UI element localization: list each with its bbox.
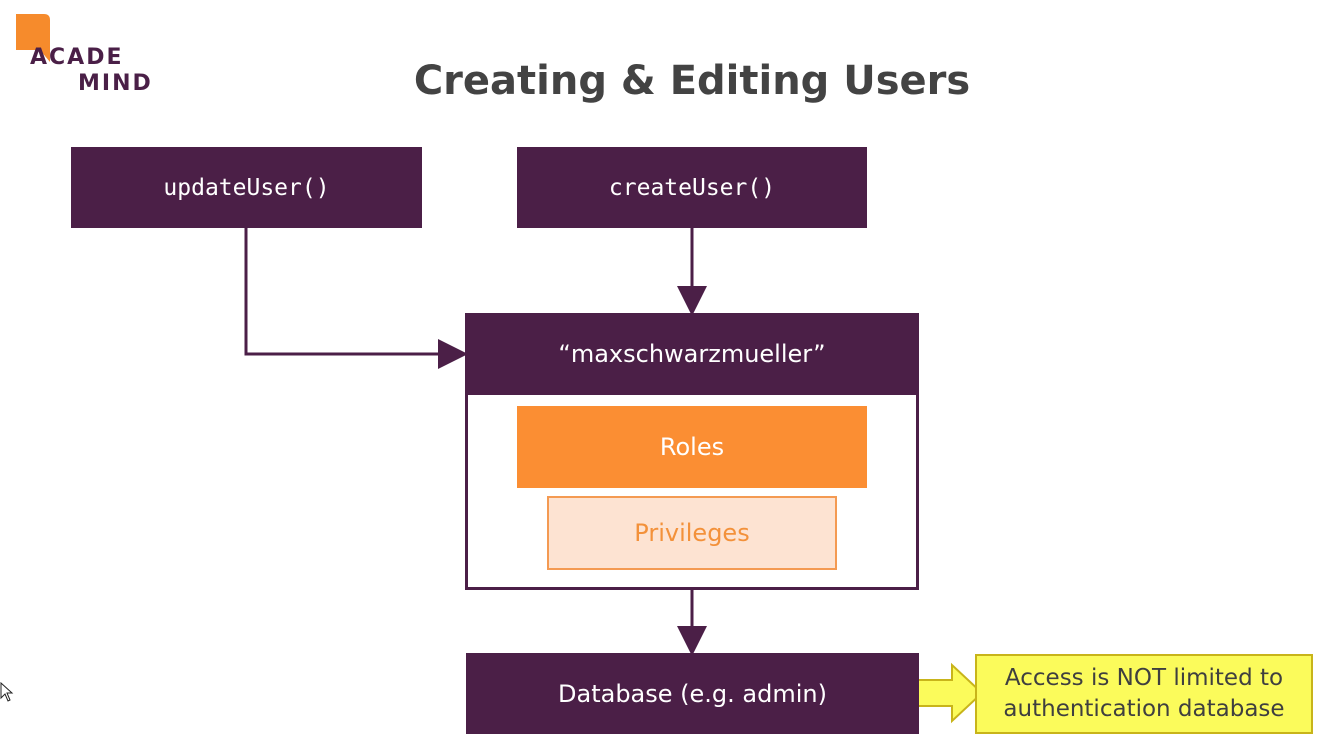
cursor-icon <box>0 682 14 702</box>
roles-box: Roles <box>517 406 867 488</box>
logo-text-line2: MIND <box>78 71 153 96</box>
create-user-label: createUser() <box>608 174 776 201</box>
database-label: Database (e.g. admin) <box>558 679 827 708</box>
user-name-box: “maxschwarzmueller” <box>465 313 919 395</box>
update-user-label: updateUser() <box>163 174 330 201</box>
update-user-connector <box>244 228 468 369</box>
privileges-label: Privileges <box>634 519 750 547</box>
database-box: Database (e.g. admin) <box>466 653 919 734</box>
note-arrow-icon <box>910 662 984 724</box>
user-name-label: “maxschwarzmueller” <box>558 340 826 368</box>
note-line-2: authentication database <box>1003 696 1285 722</box>
academind-logo: ACADE MIND <box>12 12 162 96</box>
note-line-1: Access is NOT limited to <box>1004 665 1284 691</box>
bookmark-icon <box>16 14 50 62</box>
update-user-box: updateUser() <box>71 147 422 228</box>
logo-text-line1: ACADE <box>30 45 124 70</box>
access-note: Access is NOT limited to authentication … <box>975 654 1313 734</box>
create-user-box: createUser() <box>517 147 867 228</box>
privileges-box: Privileges <box>547 496 837 570</box>
page-title: Creating & Editing Users <box>413 58 971 104</box>
roles-label: Roles <box>659 433 725 461</box>
